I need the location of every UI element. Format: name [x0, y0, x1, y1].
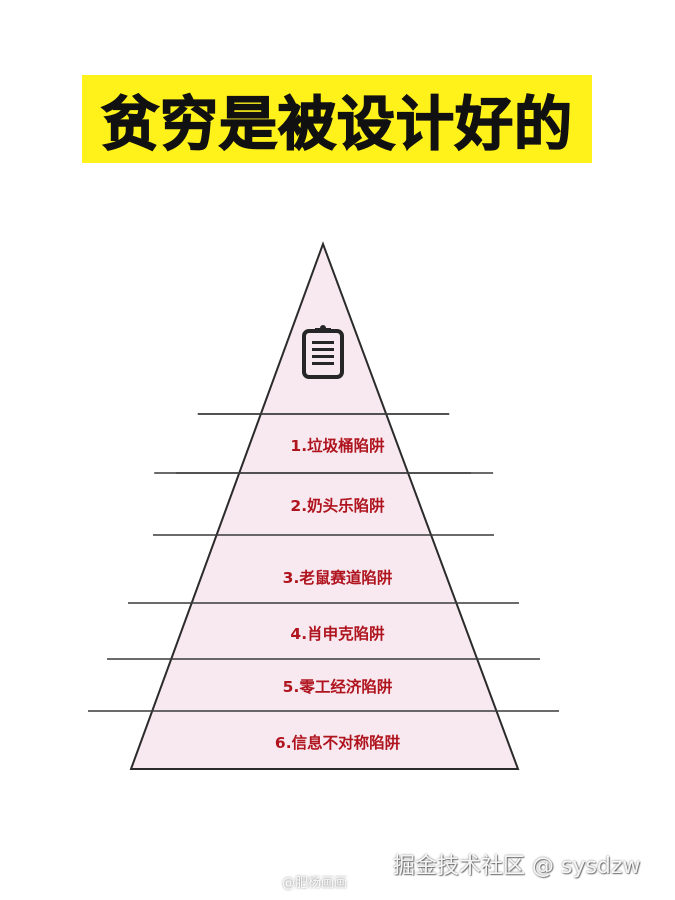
- tier-label-4: 4.肖申克陷阱: [290, 625, 385, 643]
- tier-label-1: 1.垃圾桶陷阱: [290, 437, 385, 455]
- watermark-weibo: @肥杨画画: [282, 876, 348, 891]
- tier-label-6: 6.信息不对称陷阱: [274, 734, 401, 752]
- clipboard-icon: [302, 325, 344, 379]
- pyramid-shape: [129, 241, 520, 770]
- tier-label-5: 5.零工经济陷阱: [282, 678, 393, 696]
- watermark-juejin: 掘金技术社区 @ sysdzw: [393, 854, 641, 879]
- tier-label-2: 2.奶头乐陷阱: [290, 497, 385, 515]
- tier-label-3: 3.老鼠赛道陷阱: [282, 569, 393, 587]
- page-title: 贫穷是被设计好的: [100, 89, 573, 159]
- title-banner: 贫穷是被设计好的: [82, 75, 592, 163]
